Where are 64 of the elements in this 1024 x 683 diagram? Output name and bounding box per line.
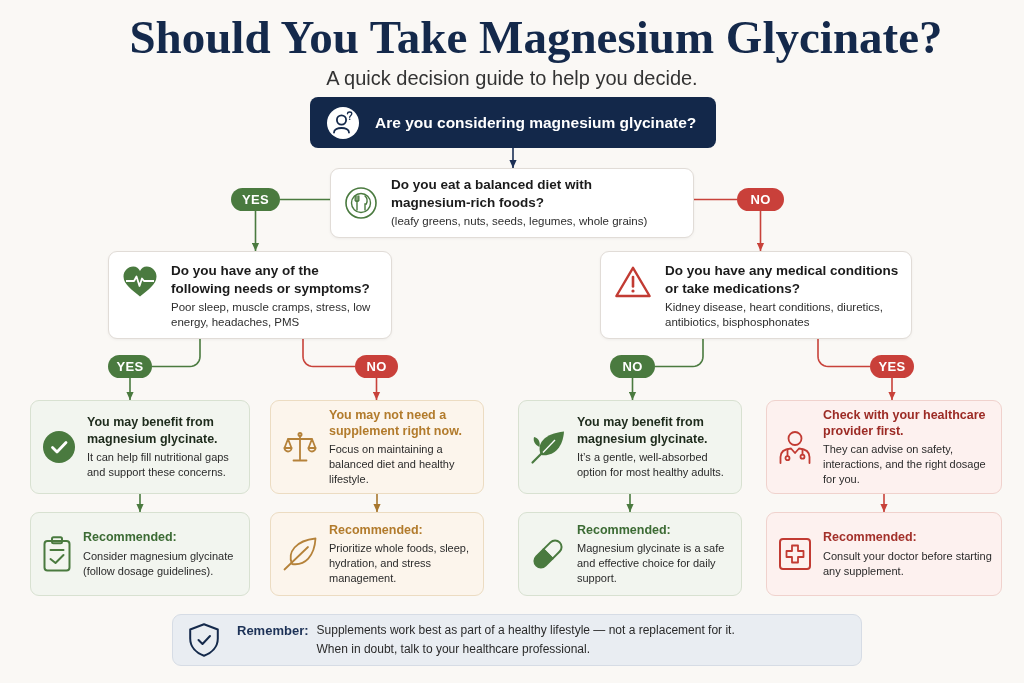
recommendation-card (766, 512, 1002, 596)
outcome-text: Focus on maintaining a balanced diet and healthy lifestyle. (329, 442, 456, 488)
connector-line (151, 338, 201, 368)
connector-line (654, 338, 704, 368)
outcome-card (766, 400, 1002, 494)
answer-pill: YES (870, 355, 914, 378)
example-text: Kidney disease, heart conditions, diuretics, antibiotics, bisphosphonates (665, 299, 884, 331)
arrow (880, 493, 888, 513)
outcome-text: They can advise on safety, interactions, and the right dosage for you. (823, 442, 987, 488)
question-banner (310, 97, 716, 148)
recommendation-card (30, 512, 250, 596)
recommended-heading: Recommended: (577, 521, 672, 539)
recommendation-text: Magnesium glycinate is a safe and effective choice for daily support. (577, 541, 726, 587)
question-text: Are you considering magnesium glycinate? (375, 113, 698, 132)
arrow (251, 210, 260, 252)
question-box (600, 251, 912, 339)
recommended-heading: Recommended: (83, 529, 178, 546)
outcome-title: Check with your healthcare provider first. (823, 406, 987, 440)
outcome-text: It’s a gentle, well-absorbed option for most healthy adults. (577, 449, 725, 480)
outcome-title: You may not need a supplement right now. (329, 406, 463, 440)
outcome-text: It can help fill nutritional gaps and support these concerns. (87, 449, 230, 480)
connector-line (279, 198, 331, 201)
outcome-card (30, 400, 250, 494)
answer-pill: NO (737, 188, 784, 211)
arrow (628, 377, 637, 401)
note-text: Supplements work best as part of a healthy lifestyle — not a replacement for it. (316, 622, 736, 639)
arrow (372, 377, 381, 401)
question-text: Do you have any medical conditions or take medications? (665, 262, 900, 298)
example-text: Poor sleep, muscle cramps, stress, low energy, headaches, PMS (171, 299, 372, 331)
recommendation-text: Consider magnesium glycinate (follow dosage guidelines). (83, 548, 235, 579)
answer-pill: NO (355, 355, 398, 378)
example-text: (leafy greens, nuts, seeds, legumes, whole grains) (391, 214, 649, 230)
arrow (136, 493, 144, 513)
arrow (626, 493, 634, 513)
page-title: Should You Take Magnesium Glycinate? (129, 10, 943, 64)
answer-pill: YES (231, 188, 280, 211)
connector-line (302, 338, 356, 368)
question-text: Do you eat a balanced diet with magnesium-rich foods? (391, 176, 594, 213)
note-heading: Remember: (237, 622, 309, 640)
recommendation-card (518, 512, 742, 596)
arrow (126, 377, 134, 401)
recommended-heading: Recommended: (329, 521, 424, 539)
arrow (756, 210, 765, 252)
question-box (330, 168, 694, 238)
arrow (888, 377, 896, 401)
outcome-card (270, 400, 484, 494)
recommended-heading: Recommended: (823, 529, 918, 546)
question-box (108, 251, 392, 339)
question-text: Do you have any of the following needs or symptoms? (171, 262, 371, 298)
arrow (509, 147, 517, 169)
subtitle: A quick decision guide to help you decide. (326, 67, 698, 89)
outcome-title: You may benefit from magnesium glycinate. (87, 414, 219, 447)
recommendation-text: Prioritize whole foods, sleep, hydration, and stress management. (329, 541, 470, 587)
outcome-card (518, 400, 742, 494)
connector-line (817, 338, 871, 368)
note-text: When in doubt, talk to your healthcare professional. (316, 641, 592, 658)
answer-pill: YES (108, 355, 152, 378)
connector-line (693, 198, 738, 201)
recommendation-card (270, 512, 484, 596)
recommendation-text: Consult your doctor before starting any supplement. (823, 548, 993, 579)
note-panel (172, 614, 862, 666)
outcome-title: You may benefit from magnesium glycinate. (577, 414, 709, 447)
answer-pill: NO (610, 355, 655, 378)
arrow (373, 493, 381, 513)
